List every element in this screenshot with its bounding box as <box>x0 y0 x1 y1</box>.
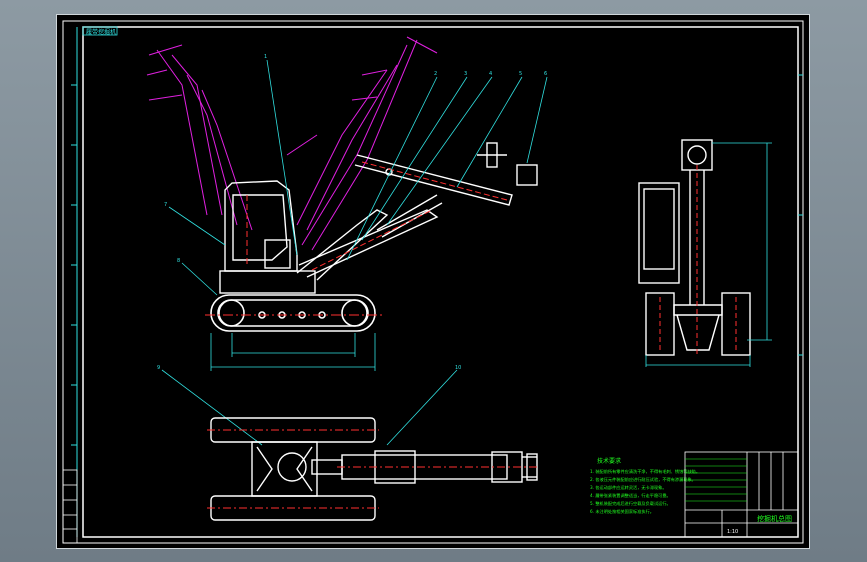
hidden-lines <box>246 161 508 271</box>
leader-lines <box>161 59 548 446</box>
drawing-sheet: 履带挖掘机 <box>56 14 810 549</box>
note-line: 2. 各液压元件装配前应进行耐压试验，不得有渗漏现象。 <box>590 476 696 483</box>
note-line: 6. 未注明处按相关国家标准执行。 <box>590 508 654 515</box>
leader-label: 1 <box>264 54 267 60</box>
drawing-canvas: 履带挖掘机 <box>62 20 804 544</box>
drawing-scale: 1:10 <box>727 529 738 535</box>
note-line: 3. 各运动部件应运转灵活，无卡滞现象。 <box>590 484 667 491</box>
leader-label: 3 <box>464 71 467 77</box>
margin-code-box <box>62 469 78 544</box>
leader-label: 9 <box>157 365 160 371</box>
side-view: 1 2 3 4 5 6 7 8 9 10 <box>146 36 548 446</box>
front-view <box>638 139 772 367</box>
leader-label: 10 <box>455 365 461 371</box>
leader-label: 5 <box>519 71 522 77</box>
sheet-frame <box>62 20 804 544</box>
cab-body <box>219 180 316 294</box>
note-line: 4. 履带张紧装置调整适当，行走平稳可靠。 <box>590 492 671 499</box>
drawing-name: 挖掘机总图 <box>757 514 792 523</box>
title-block: 挖掘机总图 1:10 <box>684 451 799 538</box>
crawler-track <box>210 294 376 332</box>
phantom-boom-positions <box>146 36 438 251</box>
technical-notes: 技术要求 1. 装配前所有零件应清洗干净，不得有毛刺、锈蚀等缺陷。 2. 各液压… <box>590 457 700 515</box>
top-view <box>207 417 538 521</box>
leader-label: 4 <box>489 71 492 77</box>
corner-tag: 履带挖掘机 <box>82 26 118 36</box>
note-line: 1. 装配前所有零件应清洗干净，不得有毛刺、锈蚀等缺陷。 <box>590 468 700 475</box>
border-ticks <box>71 27 803 537</box>
leader-numbers: 1 2 3 4 5 6 7 8 9 10 <box>157 54 547 371</box>
leader-label: 6 <box>544 71 547 77</box>
working-boom <box>296 142 538 281</box>
leader-label: 8 <box>177 258 180 264</box>
leader-label: 7 <box>164 202 167 208</box>
notes-title: 技术要求 <box>597 457 621 465</box>
side-dimensions <box>210 333 376 371</box>
note-line: 5. 整机装配完成后进行空载及负载试运行。 <box>590 500 671 507</box>
leader-label: 2 <box>434 71 437 77</box>
corner-tag-text: 履带挖掘机 <box>86 28 116 36</box>
